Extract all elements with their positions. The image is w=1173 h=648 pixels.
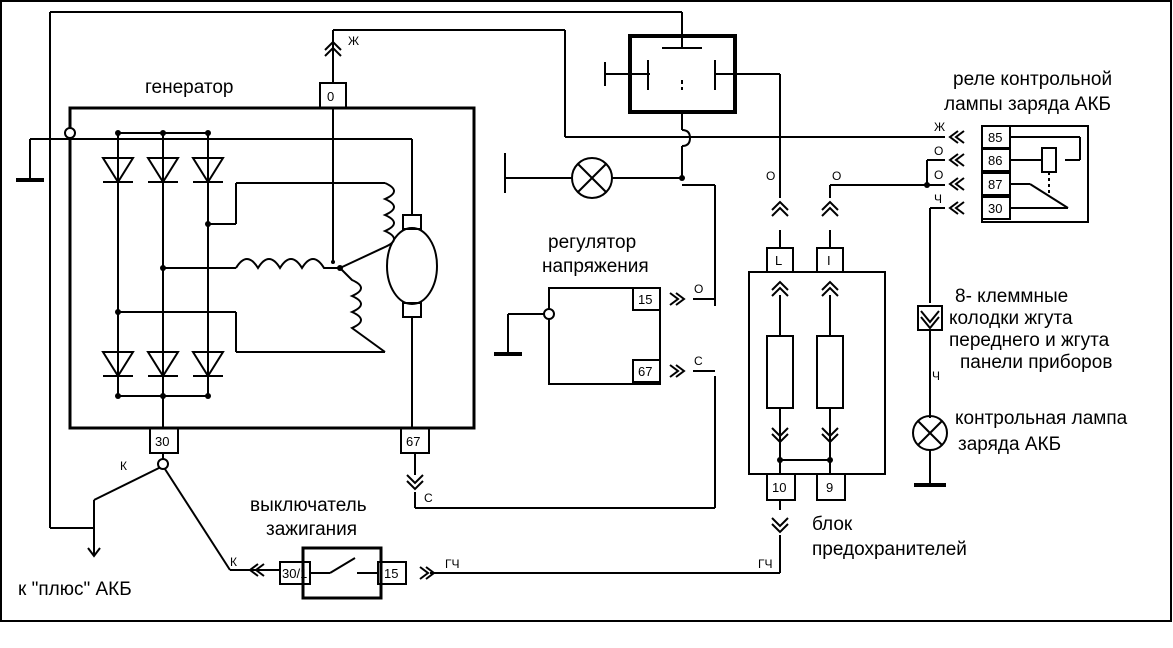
pin-fuse-I: I <box>827 253 831 268</box>
fuse-2 <box>816 335 844 409</box>
connector-chevrons <box>87 40 965 580</box>
diode-lower-2 <box>146 351 180 378</box>
generator-30-node <box>157 458 169 470</box>
fuse-1 <box>766 335 794 409</box>
diode-lower-1 <box>101 351 135 378</box>
rotor-field-winding <box>386 227 438 305</box>
relay-coil <box>1041 147 1057 173</box>
generator-terminal-node <box>64 127 76 139</box>
voltage-regulator <box>548 287 661 385</box>
generator-housing <box>68 106 476 430</box>
pin-relay-87: 87 <box>988 177 1002 192</box>
regulator-label-1: регулятор <box>548 232 636 253</box>
wire-gch-switch: ГЧ <box>445 557 460 571</box>
diode-upper-2 <box>146 157 180 184</box>
wire-ch-lamp: Ч <box>932 369 940 383</box>
pin-relay-86: 86 <box>988 153 1002 168</box>
battery-label: к "плюс" АКБ <box>18 579 132 600</box>
junction-dots <box>115 130 930 463</box>
diode-upper-3 <box>191 157 225 184</box>
pin-gen-67: 67 <box>406 434 420 449</box>
connectors-label-1: 8- клеммные <box>955 286 1068 307</box>
pin-relay-85: 85 <box>988 130 1002 145</box>
wire-o-fuse-L: О <box>766 169 775 183</box>
stator-winding-1 <box>235 258 340 270</box>
fusebox-label-1: блок <box>812 514 853 535</box>
pin-gen-0: 0 <box>327 89 334 104</box>
pin-gen-30: 30 <box>155 434 169 449</box>
pin-fuse-9: 9 <box>826 480 833 495</box>
wire-o-86: О <box>934 144 943 158</box>
regulator-label-2: напряжения <box>542 256 649 277</box>
wire-zh-relay: Ж <box>934 120 945 134</box>
ignition-switch[interactable] <box>301 546 383 600</box>
lamp-label-1: контрольная лампа <box>955 408 1128 429</box>
wire-o-fuse-I: О <box>832 169 841 183</box>
wire-c-reg-67: С <box>694 354 703 368</box>
regulator-ground-node <box>543 308 555 320</box>
wire-gch-fuse: ГЧ <box>758 557 773 571</box>
pin-switch-30-1: 30/1 <box>282 566 307 581</box>
connectors-label-2: колодки жгута <box>949 308 1073 329</box>
switch-label-1: выключатель <box>250 495 367 516</box>
pin-fuse-L: L <box>775 253 782 268</box>
diode-upper-1 <box>101 157 135 184</box>
wire-k-switch: К <box>230 555 237 569</box>
diode-lower-3 <box>191 351 225 378</box>
wire-zh-top: Ж <box>348 34 359 48</box>
wire-c-gen-67: С <box>424 491 433 505</box>
stator-winding-3 <box>339 267 386 353</box>
switch-label-2: зажигания <box>266 519 357 540</box>
diagram-border <box>0 0 1172 622</box>
wire-o-87: О <box>934 168 943 182</box>
stator-winding-2 <box>339 182 395 269</box>
relay-label-1: реле контрольной <box>953 69 1112 90</box>
pin-relay-30: 30 <box>988 201 1002 216</box>
generator-label: генератор <box>145 77 233 98</box>
relay-label-2: лампы заряда АКБ <box>944 94 1111 115</box>
lamp-label-2: заряда АКБ <box>958 434 1061 455</box>
pin-switch-15: 15 <box>384 566 398 581</box>
pin-reg-67: 67 <box>638 364 652 379</box>
connectors-label-4: панели приборов <box>960 352 1112 373</box>
wire-o-reg-15: О <box>694 282 703 296</box>
pin-fuse-10: 10 <box>772 480 786 495</box>
connectors-label-3: переднего и жгута <box>949 330 1110 351</box>
wire-k-gen: К <box>120 459 127 473</box>
wire-ch-30: Ч <box>934 192 942 206</box>
pin-reg-15: 15 <box>638 292 652 307</box>
fusebox-label-2: предохранителей <box>812 539 967 560</box>
